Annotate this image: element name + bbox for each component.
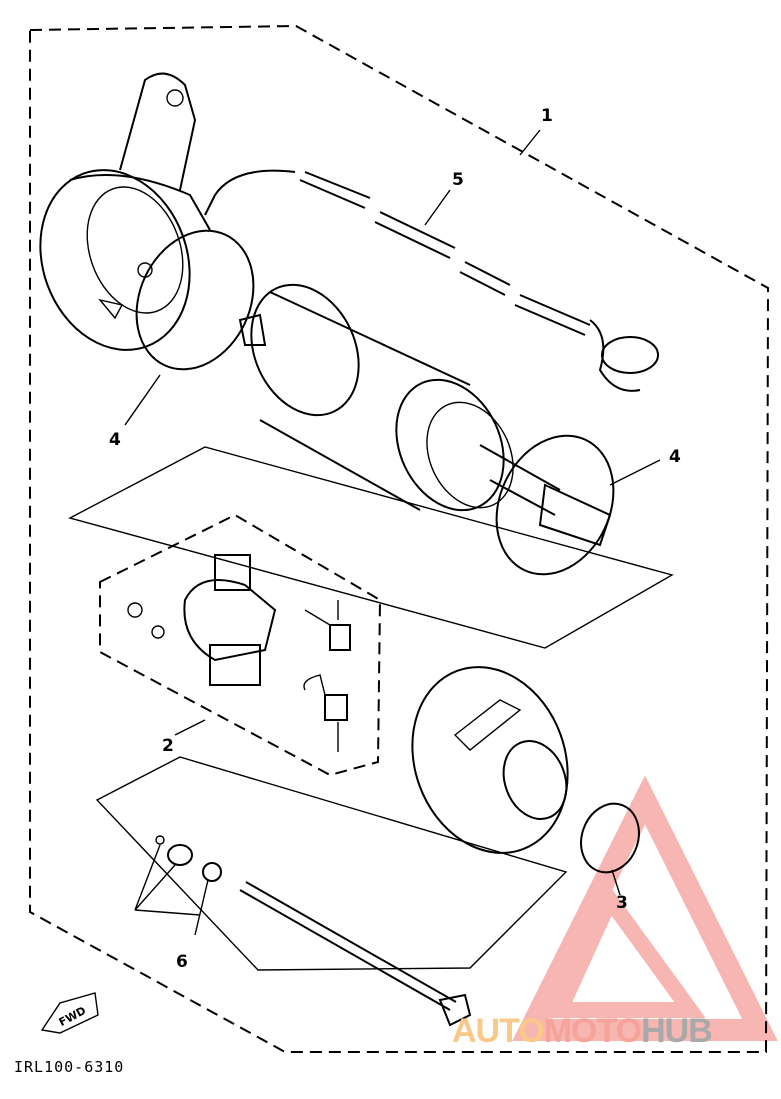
watermark-auto: AUTO (452, 1012, 545, 1050)
washers (155, 835, 222, 882)
callout-5: 5 (452, 170, 464, 190)
watermark-text: AUTOMOTOHUB (452, 1012, 713, 1051)
brush-holder (127, 554, 351, 752)
watermark-moto: MOTO (543, 1012, 642, 1050)
o-ring-rear (495, 434, 615, 576)
fwd-arrow-icon (40, 992, 99, 1034)
watermark-logo (512, 775, 778, 1041)
assembly-boundary (29, 24, 770, 1053)
armature-group-box (68, 446, 674, 649)
armature-yoke (238, 283, 612, 547)
callout-3: 3 (616, 893, 628, 913)
through-bolt (239, 881, 472, 1027)
lead-wire (204, 169, 659, 392)
rear-cover (411, 666, 569, 854)
front-cover (39, 72, 211, 351)
callout-4-front: 4 (109, 430, 121, 450)
diagram-code: IRL100-6310 (14, 1058, 125, 1076)
gasket (580, 802, 640, 874)
callout-6: 6 (176, 952, 188, 972)
leader-lines (124, 129, 661, 936)
o-ring-front (135, 229, 255, 371)
brush-set-box (99, 513, 382, 777)
callout-2: 2 (162, 736, 174, 756)
hardware-group-box (95, 756, 568, 971)
watermark-hub: HUB (641, 1012, 713, 1050)
callout-1: 1 (541, 106, 553, 126)
callout-4-rear: 4 (669, 447, 681, 467)
